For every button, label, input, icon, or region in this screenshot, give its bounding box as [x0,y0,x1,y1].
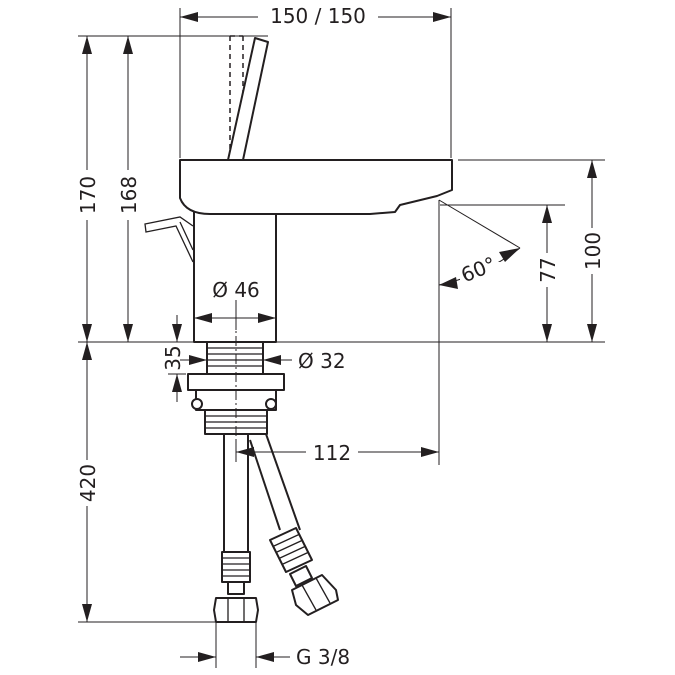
faucet-outline [144,35,453,623]
hose-nut-straight [213,597,259,623]
dim-connection-thread: G 3/8 [296,645,350,669]
spout [179,159,453,215]
dim-thread-length: 35 [161,345,185,370]
hose-nut-angled [291,574,339,616]
dim-overall-width: 150 / 150 [270,4,366,28]
dim-spout-reach: 112 [313,441,351,465]
hose-angled [249,433,339,616]
dim-spout-top-height: 100 [581,232,605,270]
dim-hose-length: 420 [76,464,100,502]
side-lever [144,216,194,263]
threaded-shank [206,341,264,375]
dim-height-total: 170 [76,176,100,214]
dim-thread-diameter: Ø 32 [298,349,346,373]
faucet-body [193,204,277,343]
dim-spout-height: 77 [536,257,560,282]
dimension-lines [78,8,605,668]
hose-straight [213,434,259,623]
dimension-labels: 150 / 150 170 168 Ø 46 60° 77 100 35 Ø 3… [76,4,605,669]
dim-height-lever: 168 [117,176,141,214]
dim-body-diameter: Ø 46 [212,278,260,302]
lever-handle [227,37,269,161]
